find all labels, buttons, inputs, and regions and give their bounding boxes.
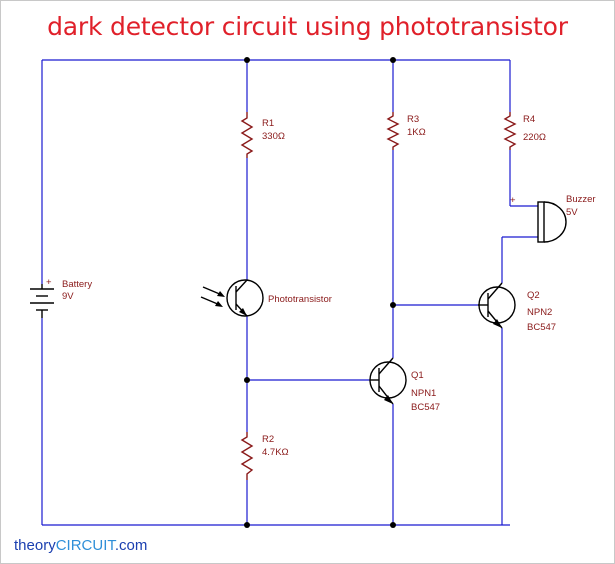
r1-label: R1 (262, 118, 274, 129)
transistor-q2 (478, 282, 516, 329)
brand-watermark: theoryCIRCUIT.com (14, 537, 147, 554)
phototransistor-symbol (200, 279, 264, 317)
transistor-q1 (369, 357, 407, 405)
resistor-r1 (240, 112, 254, 158)
battery-plus: + (46, 277, 52, 288)
brand-prefix: theory (14, 537, 56, 554)
r1-value: 330Ω (262, 131, 285, 142)
battery-symbol (30, 284, 54, 318)
q2-part: BC547 (527, 322, 556, 333)
buzzer-symbol (537, 201, 567, 243)
q1-type: NPN1 (411, 388, 436, 399)
resistor-r4 (503, 112, 517, 150)
r3-label: R3 (407, 114, 419, 125)
r4-value: 220Ω (523, 132, 546, 143)
q1-part: BC547 (411, 402, 440, 413)
r4-label: R4 (523, 114, 535, 125)
r2-label: R2 (262, 434, 274, 445)
buzzer-label: Buzzer (566, 194, 596, 205)
battery-label: Battery (62, 279, 92, 290)
buzzer-plus: + (510, 195, 516, 206)
q1-label: Q1 (411, 370, 424, 381)
r3-value: 1KΩ (407, 127, 426, 138)
q2-type: NPN2 (527, 307, 552, 318)
buzzer-value: 5V (566, 207, 578, 218)
resistor-r3 (386, 112, 400, 150)
r2-value: 4.7KΩ (262, 447, 289, 458)
junction-dots (244, 57, 396, 528)
battery-value: 9V (62, 291, 74, 302)
diagram-title: dark detector circuit using phototransis… (47, 12, 568, 41)
phototransistor-label: Phototransistor (268, 294, 332, 305)
resistor-r2 (240, 432, 254, 480)
brand-suffix: .com (114, 537, 148, 554)
q2-label: Q2 (527, 290, 540, 301)
wires (41, 59, 538, 526)
brand-highlight: CIRCUIT (55, 537, 115, 554)
